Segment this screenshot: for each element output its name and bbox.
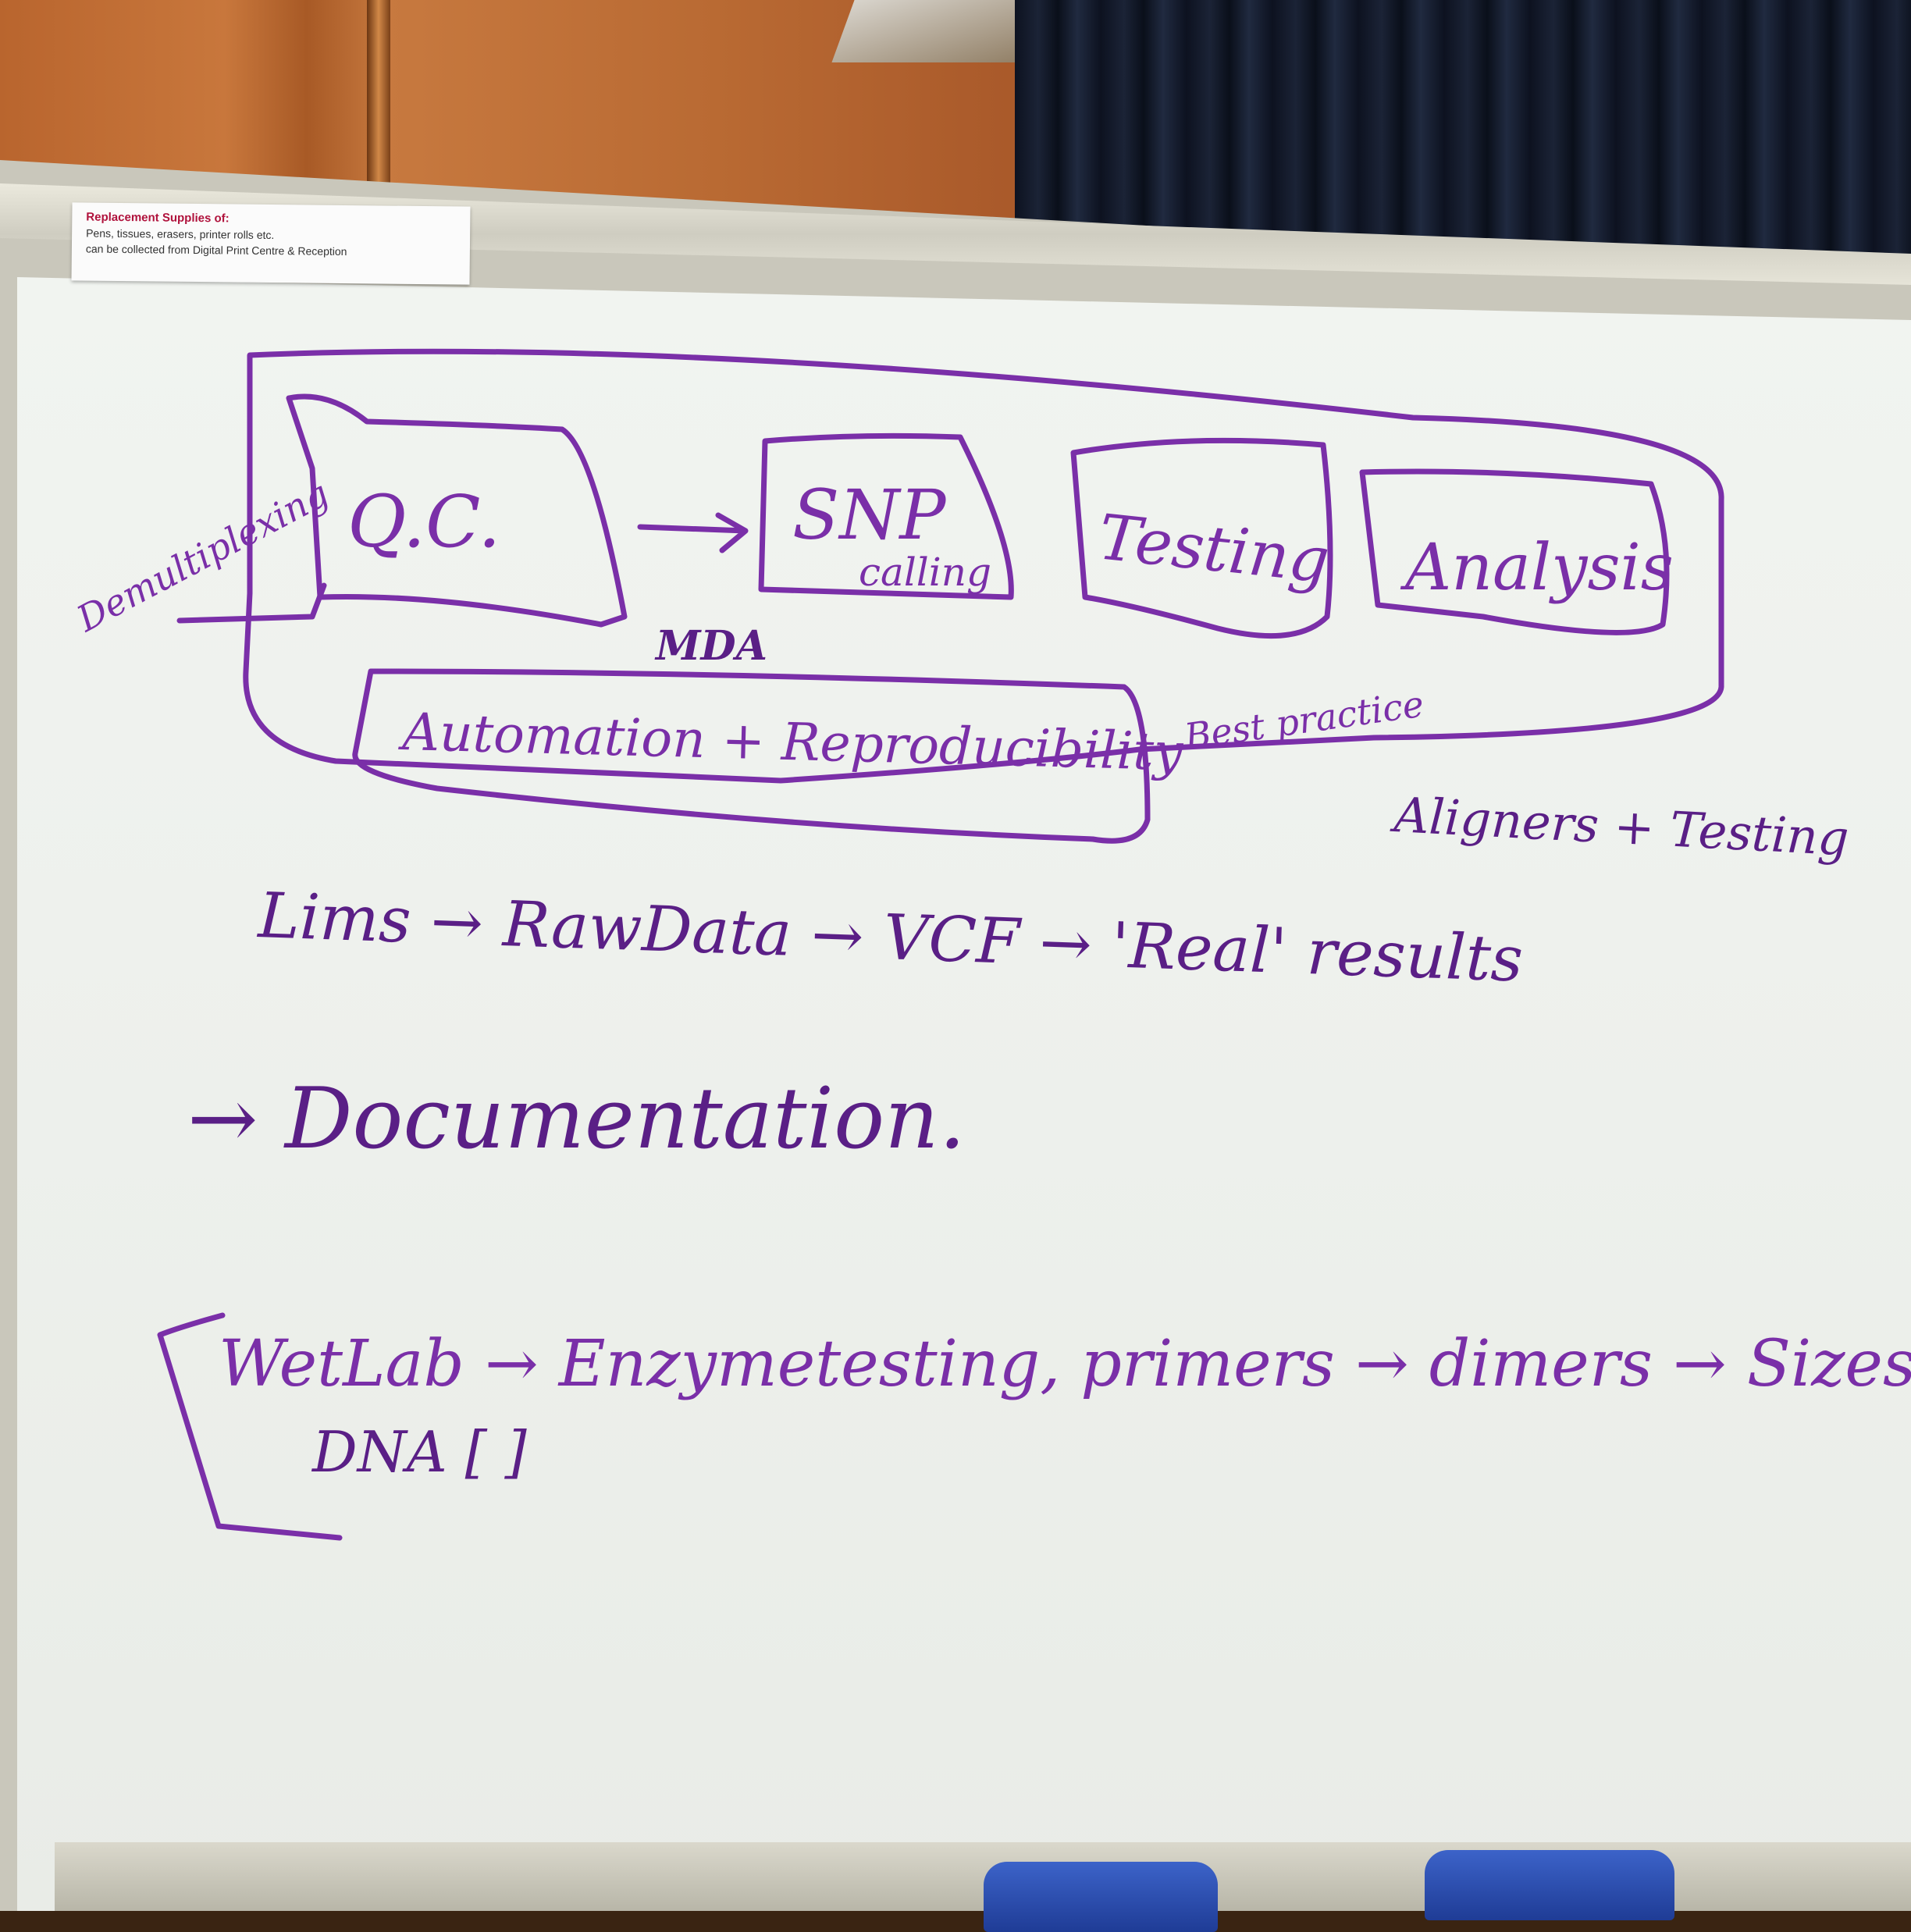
calling-label: calling	[859, 550, 991, 595]
automation-box	[352, 668, 1151, 844]
snp-label: SNP	[792, 475, 947, 555]
snp-box	[758, 432, 1014, 600]
best-practice-label: Best practice	[1181, 682, 1426, 758]
qc-hook	[176, 582, 327, 624]
wetlab-bracket	[157, 1312, 343, 1541]
arrow-qc-snp	[637, 512, 749, 553]
outer-loop	[243, 348, 1724, 784]
whiteboard-surface	[17, 277, 1911, 1911]
analysis-label: Analysis	[1400, 531, 1674, 605]
mda-label: MDA	[654, 622, 767, 670]
eraser-right	[1425, 1850, 1674, 1920]
qc-label: Q.C.	[347, 480, 500, 564]
testing-box	[1070, 437, 1333, 639]
testing-label: Testing	[1095, 500, 1333, 596]
aligners-label: Aligners + Testing	[1389, 786, 1850, 867]
wetlab-label: WetLab → Enzymetesting, primers → dimers…	[219, 1327, 1911, 1401]
documentation-label: → Documentation.	[187, 1070, 966, 1168]
analysis-box	[1359, 468, 1670, 635]
qc-box	[286, 393, 628, 628]
dna-label: DNA [ ]	[311, 1419, 528, 1485]
pipeline-label: Lims → RawData → VCF → 'Real' results	[255, 879, 1524, 996]
